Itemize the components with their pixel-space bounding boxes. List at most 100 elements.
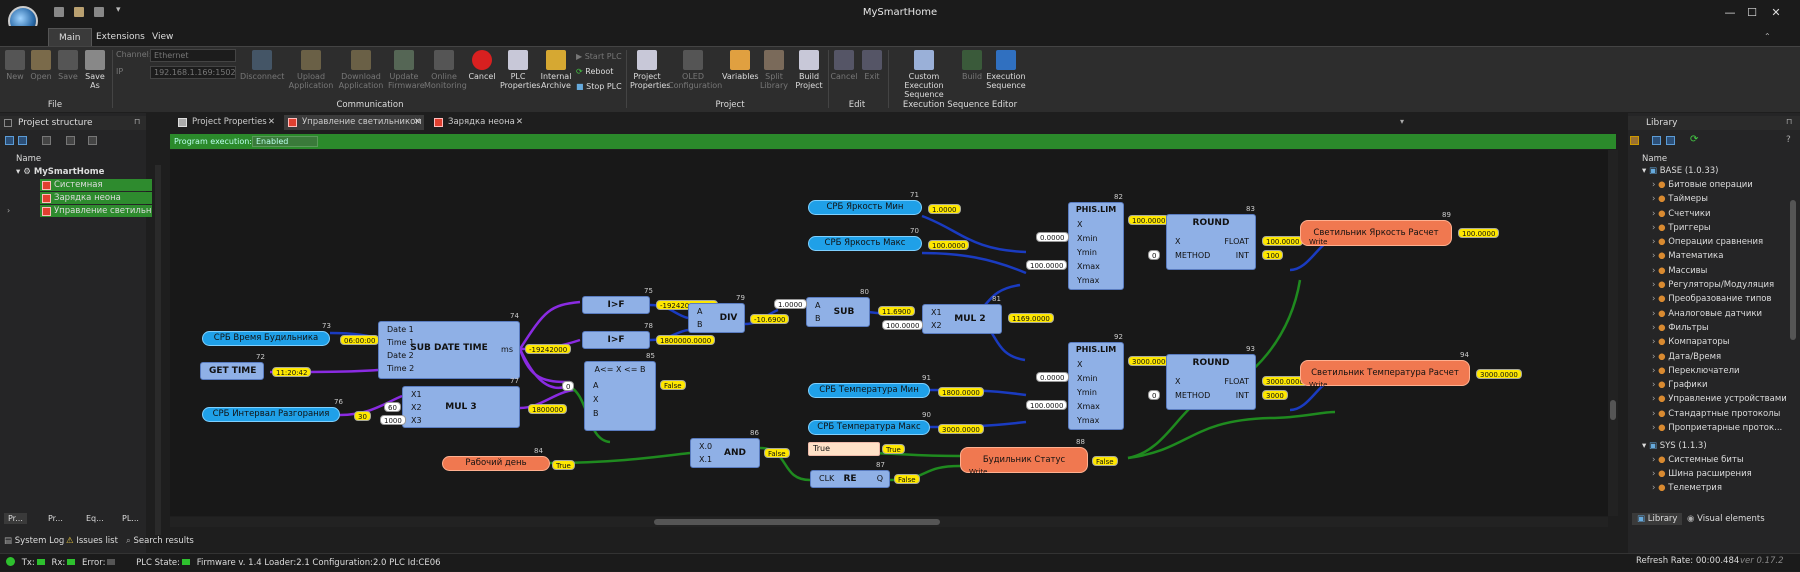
- library-item[interactable]: › ● Операции сравнения: [1652, 237, 1764, 248]
- library-item[interactable]: › ● Управление устройствами: [1652, 394, 1787, 405]
- library-item[interactable]: › ● Фильтры: [1652, 322, 1709, 333]
- library-item[interactable]: › ● Счетчики: [1652, 208, 1711, 219]
- open-quick-icon[interactable]: [74, 7, 84, 17]
- round-block-2[interactable]: ROUND X METHOD FLOAT INT: [1166, 354, 1256, 410]
- search-results-tab[interactable]: ⌕ Search results: [126, 536, 194, 546]
- library-sys-item[interactable]: › ● Шина расширения: [1652, 469, 1752, 479]
- close-tab-icon[interactable]: ✕: [515, 117, 523, 127]
- doc-tab-neon-charge[interactable]: Зарядка неона✕: [430, 115, 526, 130]
- library-item[interactable]: › ● Регуляторы/Модуляция: [1652, 280, 1775, 291]
- const-value[interactable]: 1000: [380, 415, 406, 425]
- library-item[interactable]: › ● Переключатели: [1652, 365, 1740, 376]
- save-button[interactable]: Save: [56, 50, 80, 81]
- disconnect-button[interactable]: Disconnect: [240, 50, 284, 81]
- library-sys-item[interactable]: › ● Телеметрия: [1652, 483, 1722, 493]
- library-item[interactable]: › ● Аналоговые датчики: [1652, 308, 1763, 319]
- library-item[interactable]: › ● Дата/Время: [1652, 351, 1722, 362]
- quick-access-dropdown-icon[interactable]: ▾: [116, 5, 121, 15]
- const-value[interactable]: 0: [562, 381, 575, 391]
- refresh-icon[interactable]: ⟳: [1690, 134, 1699, 145]
- horizontal-scroll-thumb[interactable]: [654, 519, 940, 525]
- const-value[interactable]: 0: [1148, 390, 1161, 400]
- start-plc-button[interactable]: ▶ Start PLC: [576, 52, 622, 61]
- input-alarm-time[interactable]: СРБ Время Будильника: [202, 331, 330, 346]
- library-item[interactable]: › ● Проприетарные проток...: [1652, 423, 1783, 434]
- vertical-scroll-thumb[interactable]: [1610, 400, 1616, 420]
- fbd-canvas[interactable]: СРБ Яркость Мин 71 1.0000 СРБ Яркость Ма…: [170, 150, 1608, 516]
- input-ramp-interval[interactable]: СРБ Интервал Разгорания: [202, 407, 340, 422]
- mul3-block[interactable]: X1 X2 X3 MUL 3: [402, 386, 520, 428]
- stop-plc-button[interactable]: ■ Stop PLC: [576, 82, 622, 91]
- int-to-float-block[interactable]: I>F: [582, 296, 650, 314]
- exit-edit-button[interactable]: Exit: [860, 50, 884, 81]
- panel-tab-plc[interactable]: PL...: [122, 514, 139, 523]
- panel-tab-equipment[interactable]: Eq...: [86, 514, 104, 523]
- save-quick-icon[interactable]: [94, 7, 104, 17]
- sub-block[interactable]: A B SUB: [806, 297, 870, 327]
- and-block[interactable]: X.0 X.1 AND: [690, 438, 760, 468]
- sub-date-time-block[interactable]: Date 1 Time 1 Date 2 Time 2 ms SUB DATE …: [378, 321, 520, 379]
- expand-arrow-icon[interactable]: ›: [7, 206, 11, 215]
- upload-button[interactable]: Upload Application: [288, 50, 334, 90]
- vertical-scrollbar[interactable]: [1608, 150, 1618, 516]
- library-item[interactable]: › ● Стандартные протоколы: [1652, 408, 1781, 419]
- library-item[interactable]: › ● Математика: [1652, 251, 1724, 262]
- library-item[interactable]: › ● Триггеры: [1652, 222, 1711, 233]
- visual-elements-tab[interactable]: ◉ Visual elements: [1687, 514, 1765, 524]
- const-value[interactable]: 60: [384, 402, 401, 412]
- pin-icon[interactable]: ⊓: [1786, 117, 1793, 126]
- variables-button[interactable]: Variables: [722, 50, 759, 81]
- tool-icon[interactable]: [42, 136, 51, 145]
- expand-all-icon[interactable]: [1666, 136, 1675, 145]
- open-button[interactable]: Open: [28, 50, 54, 81]
- system-log-tab[interactable]: ▤ System Log: [4, 536, 65, 546]
- library-tab[interactable]: ▣ Library: [1632, 513, 1683, 525]
- tree-item-lamp[interactable]: Управление светильником: [40, 205, 152, 217]
- input-temperature-max[interactable]: СРБ Температура Макс: [808, 420, 930, 435]
- online-monitoring-button[interactable]: Online Monitoring: [424, 50, 467, 90]
- plc-properties-button[interactable]: PLC Properties: [500, 50, 540, 90]
- minimize-icon[interactable]: —: [1724, 6, 1736, 19]
- input-brightness-max[interactable]: СРБ Яркость Макс: [808, 236, 922, 251]
- rising-edge-block[interactable]: CLK RE Q: [810, 470, 890, 488]
- custom-execution-sequence-button[interactable]: Custom Execution Sequence: [890, 50, 958, 99]
- tabs-dropdown-icon[interactable]: ▾: [1400, 117, 1405, 126]
- close-tab-icon[interactable]: ✕: [413, 117, 421, 127]
- tab-main[interactable]: Main: [48, 28, 92, 46]
- program-execution-select[interactable]: Enabled: [252, 136, 318, 147]
- library-scroll-thumb[interactable]: [1790, 200, 1796, 340]
- ribbon-collapse-icon[interactable]: ⌃: [1764, 32, 1771, 41]
- download-button[interactable]: Download Application: [338, 50, 384, 90]
- internal-archive-button[interactable]: Internal Archive: [538, 50, 574, 90]
- mul2-block[interactable]: X1 X2 MUL 2: [922, 304, 1002, 334]
- const-value[interactable]: 1.0000: [774, 299, 807, 309]
- library-item[interactable]: › ● Таймеры: [1652, 194, 1708, 205]
- cancel-edit-button[interactable]: Cancel: [830, 50, 858, 81]
- phis-lim-block-2[interactable]: PHIS.LIM X Xmin Ymin Xmax Ymax: [1068, 342, 1124, 430]
- tool-icon-2[interactable]: [66, 136, 75, 145]
- collapse-all-icon[interactable]: [5, 136, 14, 145]
- input-workday[interactable]: Рабочий день: [442, 456, 550, 471]
- library-item[interactable]: › ● Графики: [1652, 380, 1708, 391]
- const-value[interactable]: 100.0000: [882, 320, 924, 330]
- maximize-icon[interactable]: ☐: [1747, 6, 1757, 19]
- new-button[interactable]: New: [4, 50, 26, 81]
- library-item[interactable]: › ● Компараторы: [1652, 337, 1730, 348]
- round-block[interactable]: ROUND X METHOD FLOAT INT: [1166, 214, 1256, 270]
- delete-icon[interactable]: [88, 136, 97, 145]
- pin-icon[interactable]: ⊓: [134, 117, 141, 126]
- library-sys[interactable]: ▾ ▣ SYS (1.1.3): [1642, 441, 1707, 451]
- tree-item-neon[interactable]: Зарядка неона: [40, 192, 152, 204]
- split-library-button[interactable]: Split Library: [760, 50, 788, 90]
- div-block[interactable]: A B DIV: [688, 303, 745, 333]
- build-sequence-button[interactable]: Build: [960, 50, 984, 81]
- close-tab-icon[interactable]: ✕: [267, 117, 275, 127]
- tree-item-system[interactable]: Системная: [40, 179, 152, 191]
- const-value[interactable]: 0: [1148, 250, 1161, 260]
- project-properties-button[interactable]: Project Properties: [630, 50, 670, 90]
- ip-input[interactable]: 192.168.1.169:1502: [150, 66, 236, 79]
- save-as-button[interactable]: Save As: [82, 50, 108, 90]
